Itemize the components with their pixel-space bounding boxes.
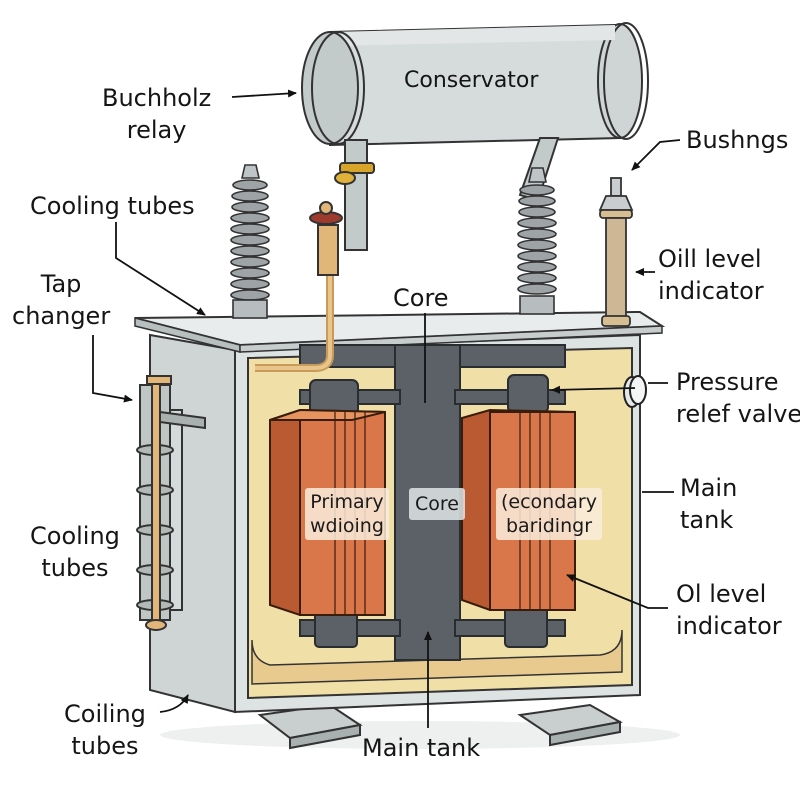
leader-cooling-tubes-top xyxy=(115,222,206,316)
callout-leaders xyxy=(92,89,681,728)
callout-oil-level-indicator-bottom: Ol level indicator xyxy=(676,578,782,642)
callout-buchholz-relay-line2: relay xyxy=(126,116,187,144)
bushing-left xyxy=(230,164,270,319)
core-inner-label: Core xyxy=(409,488,465,520)
callout-core-top: Core xyxy=(393,282,449,314)
leader-oil-level-bottom xyxy=(566,574,668,609)
callout-cooling-tubes-top: Cooling tubes xyxy=(30,190,195,222)
callout-pressure-relief-valve: Pressure relef valve xyxy=(676,366,800,430)
callout-main-tank-right: Main tank xyxy=(680,472,737,536)
oil-level-indicator-device xyxy=(598,177,634,327)
primary-winding-label: Primary wdioing xyxy=(305,488,389,540)
callout-coiling-tubes-line2: tubes xyxy=(71,732,139,760)
callout-main-tank-right-line2: tank xyxy=(680,506,734,534)
callout-main-tank-bottom-line1: Main tank xyxy=(362,734,481,762)
cooling-radiator xyxy=(136,375,206,631)
callout-bushings: Bushngs xyxy=(686,124,788,156)
callout-cooling-tubes-top-line1: Cooling tubes xyxy=(30,192,195,220)
secondary-winding-label-line2: baridingr xyxy=(505,515,593,537)
callout-oil-level-bottom-line2: indicator xyxy=(676,612,782,640)
callout-tap-changer-line1: Tap xyxy=(40,270,82,298)
leader-bushings xyxy=(631,139,681,171)
callout-tap-changer: Tap changer xyxy=(12,268,110,332)
callout-coiling-tubes: Coiling tubes xyxy=(64,698,146,762)
base-skids xyxy=(257,703,623,750)
leader-buchholz xyxy=(231,89,297,98)
callout-cooling-tubes-left-line2: tubes xyxy=(41,554,109,582)
callout-oil-level-top-line1: Oill level xyxy=(658,245,762,273)
leader-prv-arrow xyxy=(551,385,636,394)
callout-cooling-tubes-left: Cooling tubes xyxy=(30,520,120,584)
callout-pressure-relief-line1: Pressure xyxy=(676,368,779,396)
callout-core-top-line1: Core xyxy=(393,284,449,312)
conservator-label: Conservator xyxy=(404,68,539,93)
callout-main-tank-bottom: Main tank xyxy=(362,732,480,764)
callout-buchholz-relay: Buchholz relay xyxy=(102,82,211,146)
pressure-relief-valve xyxy=(623,375,647,408)
buchholz-relay-device xyxy=(309,201,343,276)
callout-tap-changer-line2: changer xyxy=(12,302,111,330)
callout-main-tank-right-line1: Main xyxy=(680,474,738,502)
callout-oil-level-top-line2: indicator xyxy=(658,277,764,305)
conservator xyxy=(301,22,649,251)
primary-winding-label-line2: wdioing xyxy=(310,515,384,537)
primary-winding-label-line1: Primary xyxy=(310,491,384,513)
callout-buchholz-relay-line1: Buchholz xyxy=(102,84,212,112)
callout-oil-level-indicator-top: Oill level indicator xyxy=(658,243,764,307)
callout-pressure-relief-line2: relef valve xyxy=(676,400,800,428)
callout-coiling-tubes-line1: Coiling xyxy=(64,700,146,728)
secondary-winding-label: (econdary baridingr xyxy=(496,488,602,540)
bushing-right xyxy=(517,167,557,315)
callout-oil-level-bottom-line1: Ol level xyxy=(676,580,767,608)
leader-coiling-tubes xyxy=(159,694,189,713)
callout-bushings-line1: Bushngs xyxy=(686,126,789,154)
leader-tap-changer xyxy=(92,335,133,403)
secondary-winding-label-line1: (econdary xyxy=(501,491,597,513)
callout-cooling-tubes-left-line1: Cooling xyxy=(30,522,120,550)
